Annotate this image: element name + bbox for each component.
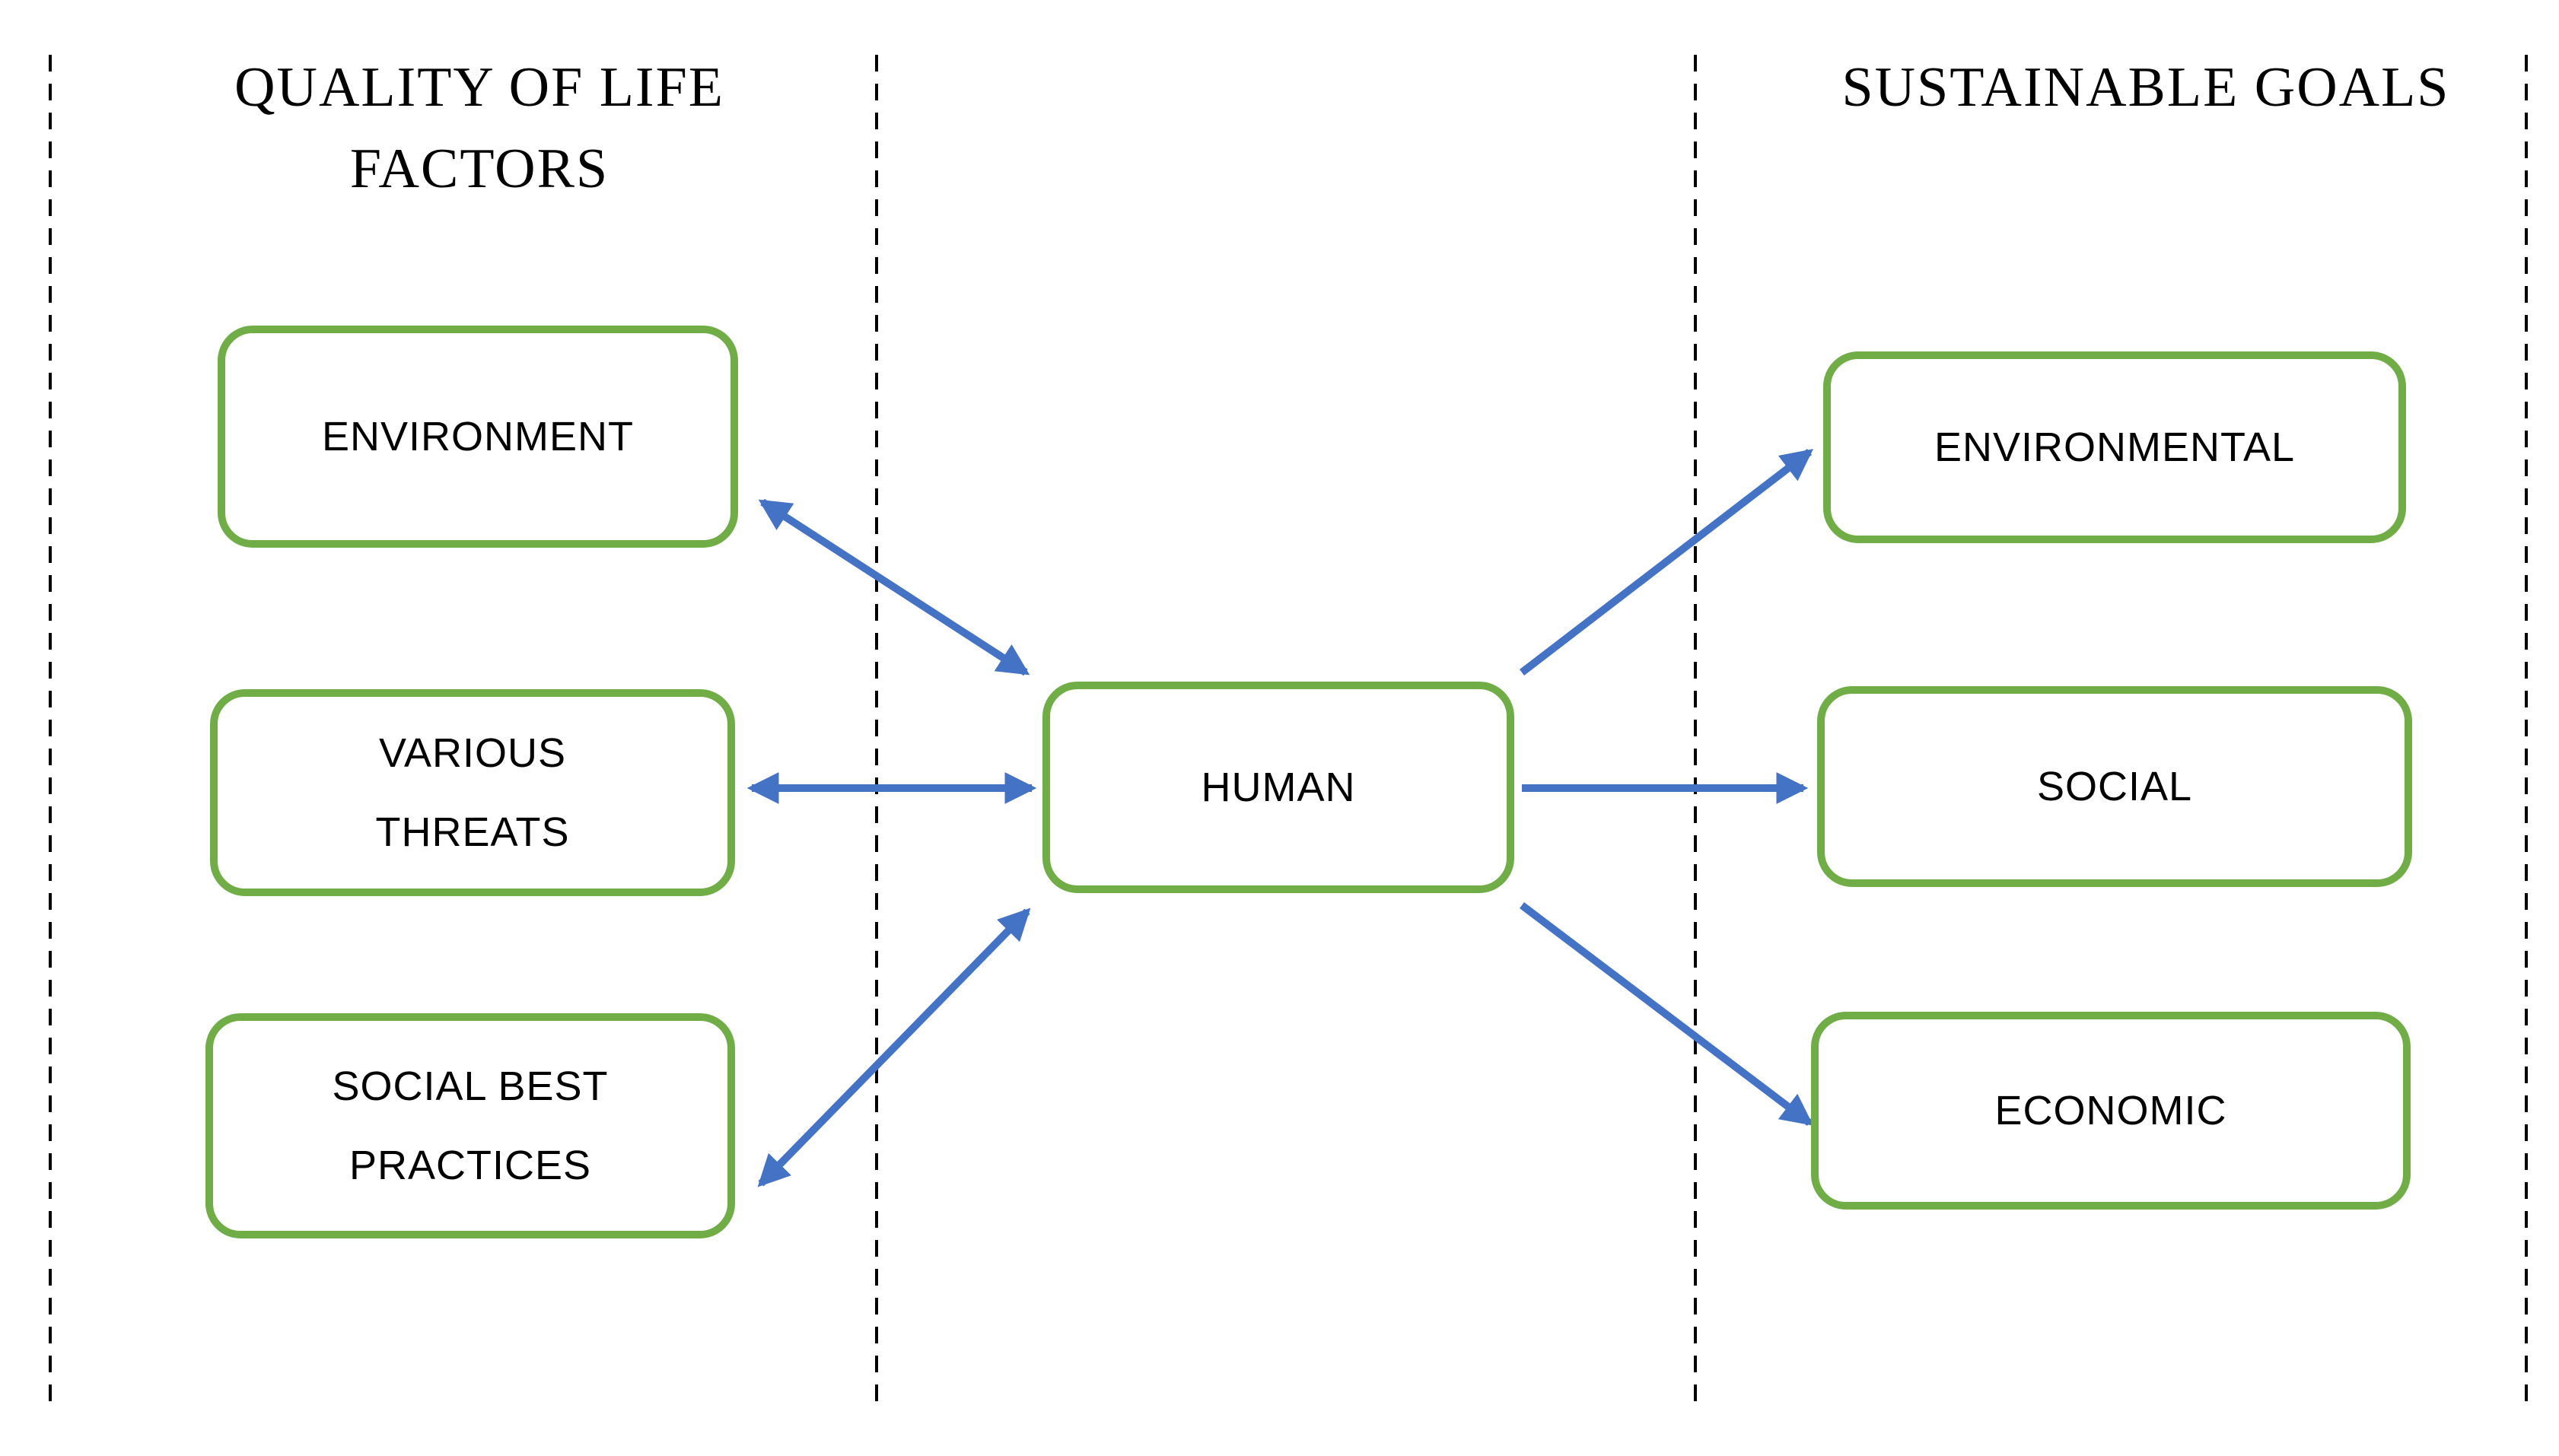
node-environmental: ENVIRONMENTAL: [1823, 351, 2406, 543]
node-human-label: HUMAN: [1201, 765, 1356, 810]
arrow-environment-human: [758, 498, 1030, 676]
node-social-best-practices-label: SOCIAL BEST PRACTICES: [332, 1063, 609, 1188]
node-environment-label: ENVIRONMENT: [321, 414, 634, 459]
node-social: SOCIAL: [1817, 686, 2412, 887]
node-social-label: SOCIAL: [2036, 764, 2193, 809]
node-human: HUMAN: [1042, 682, 1514, 893]
arrow-human-economic: [1519, 902, 1814, 1126]
arrow-practices-human: [757, 908, 1031, 1187]
sustainable-goals-title: SUSTAINABLE GOALS: [1841, 56, 2450, 119]
node-various-threats-label: VARIOUS THREATS: [375, 730, 570, 855]
node-environment: ENVIRONMENT: [218, 326, 738, 548]
node-environmental-label: ENVIRONMENTAL: [1934, 424, 2296, 470]
node-various-threats: VARIOUS THREATS: [210, 689, 735, 896]
quality-of-life-factors-title: QUALITY OF LIFE FACTORS: [234, 56, 724, 201]
arrow-human-environmental: [1519, 449, 1813, 676]
node-social-best-practices: SOCIAL BEST PRACTICES: [205, 1013, 735, 1238]
node-economic: ECONOMIC: [1811, 1012, 2411, 1210]
node-economic-label: ECONOMIC: [1994, 1088, 2227, 1133]
